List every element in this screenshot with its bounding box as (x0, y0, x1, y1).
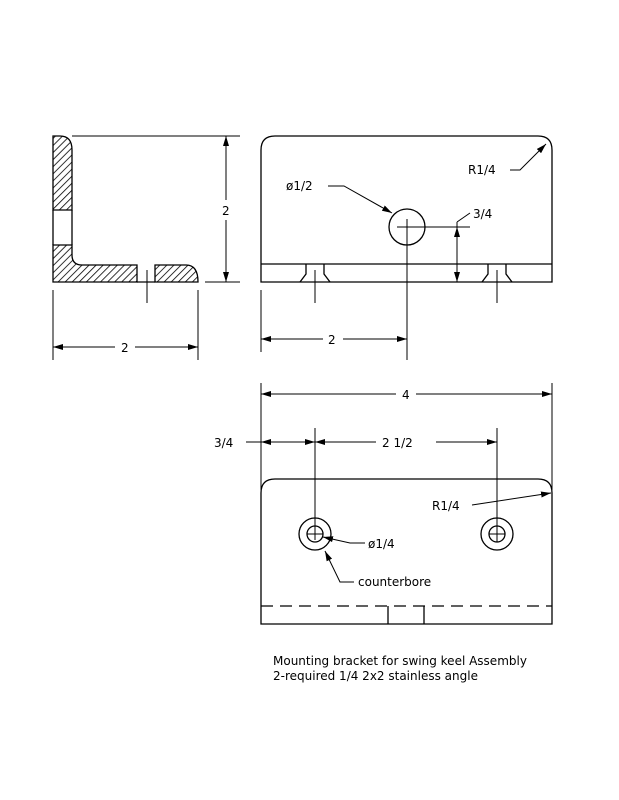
angle-section-right (154, 264, 199, 283)
side-view: 2 2 (52, 135, 240, 360)
hole-offset-dim: 2 (328, 333, 336, 347)
top-view: 4 3/4 2 1/2 ø1/4 counterbore R1/4 (214, 383, 553, 625)
corner-radius-label: R1/4 (468, 163, 496, 177)
hole-dia-label: ø1/2 (286, 179, 313, 193)
note-line-1: Mounting bracket for swing keel Assembly (273, 654, 527, 668)
front-view: 3/4 ø1/2 R1/4 2 (260, 135, 553, 360)
overall-length-dim: 4 (402, 388, 410, 402)
angle-section-vertical-upper (52, 135, 73, 211)
side-height-dim: 2 (222, 204, 230, 218)
note-line-2: 2-required 1/4 2x2 stainless angle (273, 669, 478, 683)
hole-height-dim: 3/4 (473, 207, 492, 221)
hole-dia-label: ø1/4 (368, 537, 395, 551)
hole-spacing-dim: 2 1/2 (382, 436, 413, 450)
angle-section-lower (52, 244, 138, 283)
corner-radius-label: R1/4 (432, 499, 460, 513)
counterbore-circle (298, 517, 332, 551)
counterbore-label: counterbore (358, 575, 431, 589)
side-width-dim: 2 (121, 341, 129, 355)
counterbore-circle (480, 517, 514, 551)
edge-offset-dim: 3/4 (214, 436, 233, 450)
